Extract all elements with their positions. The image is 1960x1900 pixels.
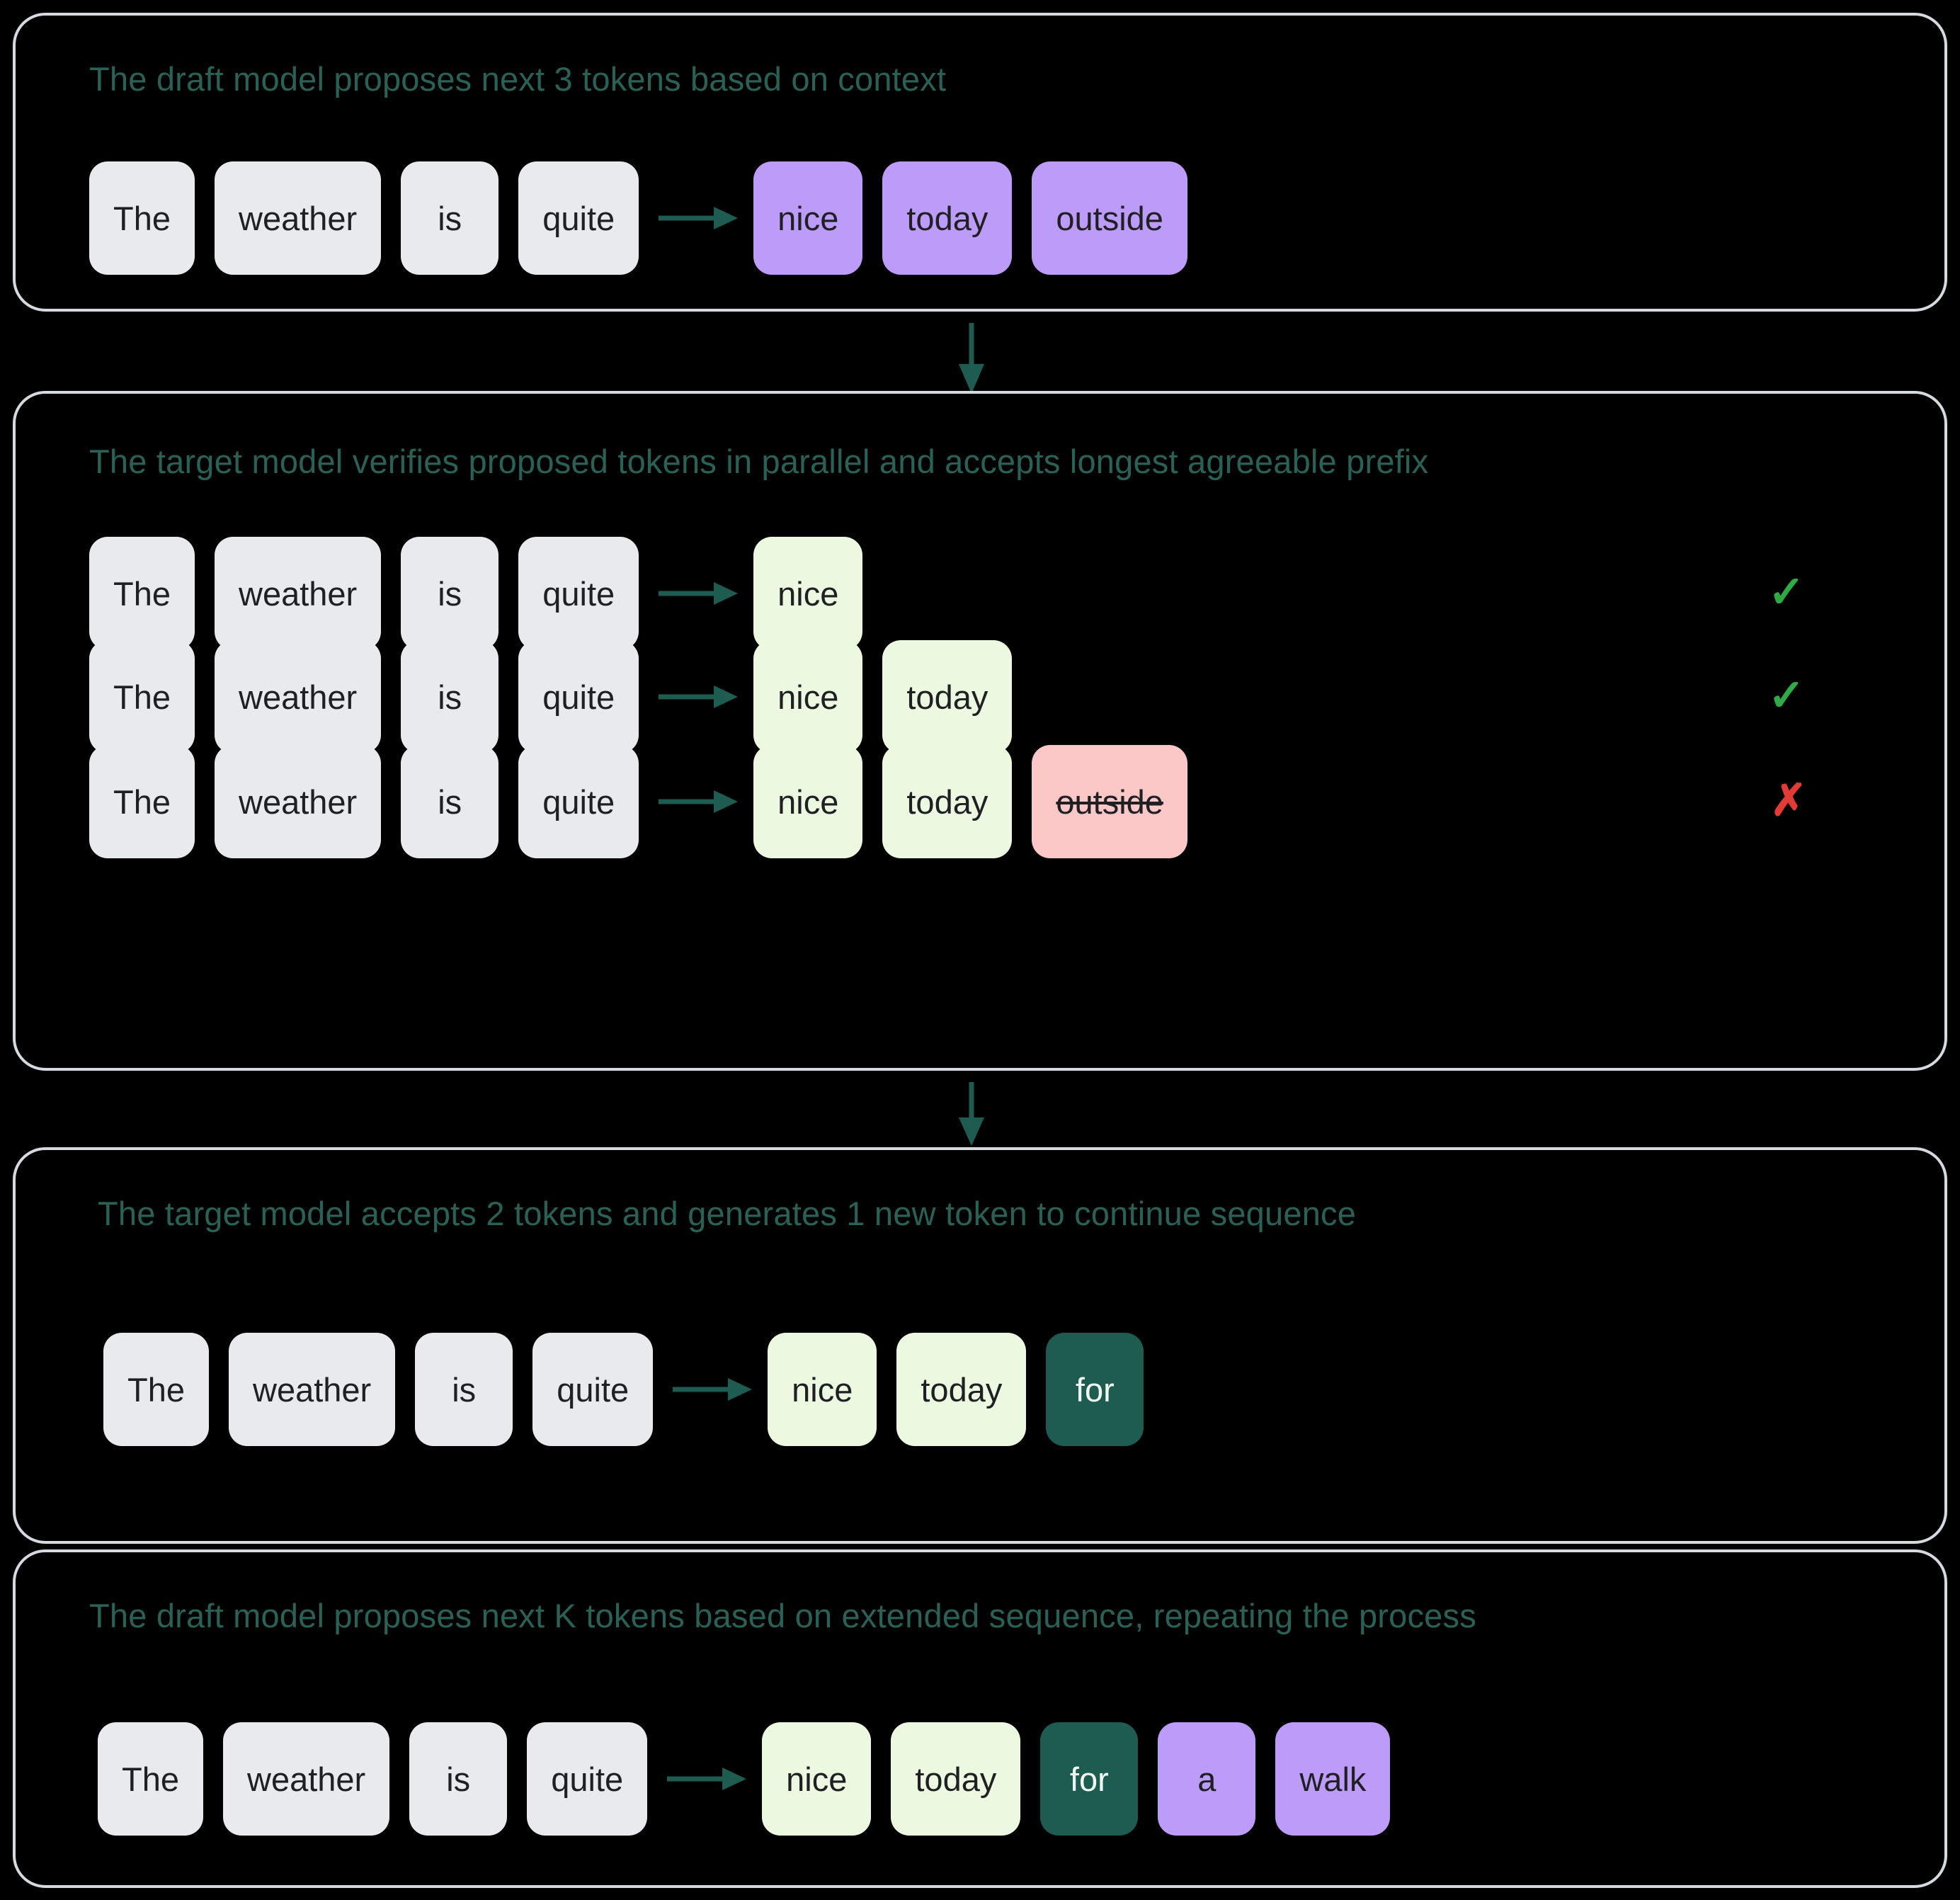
panel-target-verification: The target model verifies proposed token… [13,391,1947,1071]
token-context[interactable]: The [89,161,195,275]
token-context[interactable]: The [89,640,195,753]
token-context[interactable]: The [89,745,195,858]
arrow-right-icon [659,640,739,753]
token-context[interactable]: is [401,161,499,275]
arrow-down-icon [956,323,987,394]
panel-title: The draft model proposes next 3 tokens b… [89,60,947,98]
token-accepted[interactable]: today [882,640,1013,753]
token-generated[interactable]: for [1040,1722,1139,1836]
token-row: The weather is quite nice today for a wa… [98,1722,1410,1836]
token-context[interactable]: weather [215,640,382,753]
arrow-right-icon [673,1333,753,1446]
token-accepted[interactable]: today [882,745,1013,858]
panel-title: The target model verifies proposed token… [89,443,1429,480]
token-proposed[interactable]: a [1158,1722,1256,1836]
panel-draft-next-round: The draft model proposes next K tokens b… [13,1549,1947,1888]
arrow-right-icon [667,1722,747,1836]
token-context[interactable]: is [401,640,499,753]
token-accepted[interactable]: nice [768,1333,877,1446]
token-context[interactable]: The [103,1333,209,1446]
token-rejected[interactable]: outside [1032,745,1187,858]
status-badge-rejected: ✗ [1770,776,1807,825]
token-context[interactable]: quite [527,1722,648,1836]
panel-draft-proposal: The draft model proposes next 3 tokens b… [13,13,1947,312]
token-generated[interactable]: for [1046,1333,1144,1446]
arrow-down-icon [956,1082,987,1146]
arrow-right-icon [659,745,739,858]
token-context[interactable]: quite [518,640,639,753]
token-proposed[interactable]: nice [753,161,863,275]
token-row: The weather is quite nice [89,537,882,650]
token-context[interactable]: weather [223,1722,390,1836]
panel-target-generation: The target model accepts 2 tokens and ge… [13,1147,1947,1544]
token-context[interactable]: The [98,1722,203,1836]
token-context[interactable]: quite [518,161,639,275]
panel-title: The target model accepts 2 tokens and ge… [98,1195,1357,1232]
token-row: The weather is quite nice today outside [89,745,1207,858]
token-context[interactable]: is [409,1722,508,1836]
token-context[interactable]: is [401,537,499,650]
arrow-right-icon [659,537,739,650]
token-context[interactable]: weather [229,1333,396,1446]
token-context[interactable]: weather [215,745,382,858]
token-context[interactable]: weather [215,161,382,275]
token-context[interactable]: The [89,537,195,650]
token-context[interactable]: quite [532,1333,654,1446]
token-context[interactable]: is [415,1333,513,1446]
panel-title: The draft model proposes next K tokens b… [89,1597,1476,1634]
token-row: The weather is quite nice today [89,640,1032,753]
token-context[interactable]: quite [518,745,639,858]
token-accepted[interactable]: nice [753,537,863,650]
token-accepted[interactable]: today [891,1722,1021,1836]
token-accepted[interactable]: nice [753,745,863,858]
token-proposed[interactable]: today [882,161,1013,275]
status-badge-accepted: ✓ [1768,568,1805,617]
token-row: The weather is quite nice today for [103,1333,1163,1446]
token-context[interactable]: weather [215,537,382,650]
status-badge-accepted: ✓ [1768,671,1805,720]
arrow-right-icon [659,161,739,275]
token-accepted[interactable]: nice [753,640,863,753]
token-proposed[interactable]: walk [1275,1722,1391,1836]
token-row: The weather is quite nice today outside [89,161,1207,275]
token-accepted[interactable]: nice [762,1722,872,1836]
token-context[interactable]: quite [518,537,639,650]
token-context[interactable]: is [401,745,499,858]
token-proposed[interactable]: outside [1032,161,1187,275]
token-accepted[interactable]: today [896,1333,1027,1446]
